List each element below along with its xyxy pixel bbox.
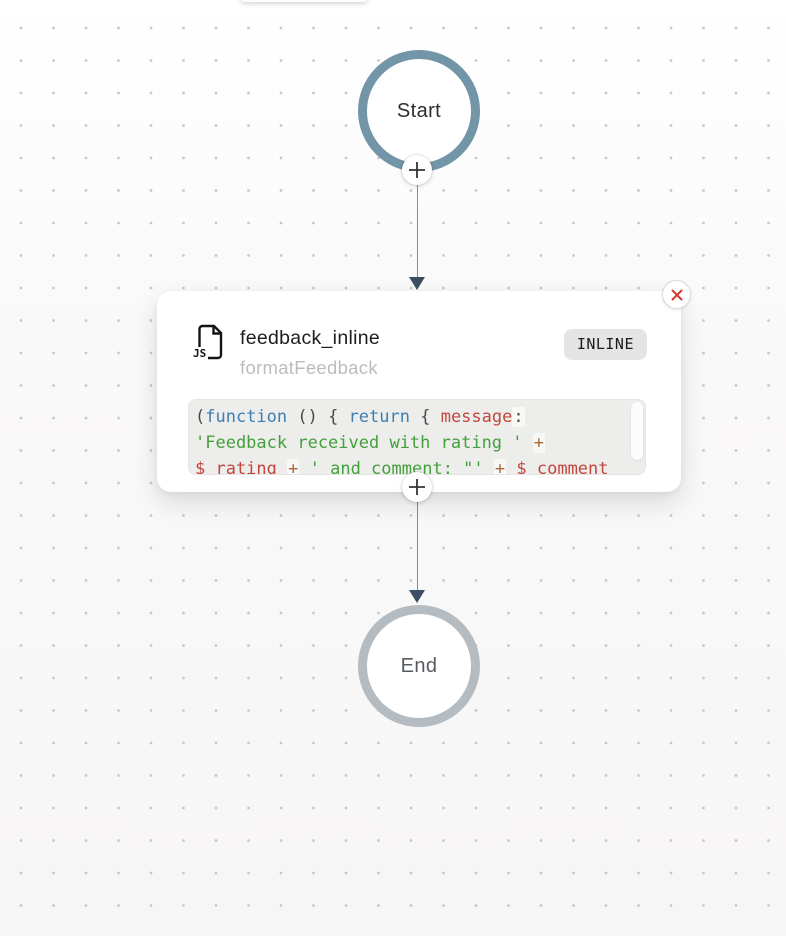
connector-line-bottom [416,500,418,591]
close-icon [671,289,682,300]
start-node[interactable]: Start [358,50,480,172]
add-task-button-top[interactable] [402,155,432,185]
js-file-icon: JS [193,324,225,360]
start-node-label: Start [396,99,442,122]
delete-task-button[interactable] [662,280,691,309]
top-edge-shadow [240,0,368,2]
task-title: feedback_inline [240,327,381,349]
connector-line-top [416,183,418,278]
js-icon-label: JS [193,347,209,360]
arrowhead-icon [409,277,425,290]
arrowhead-icon [409,590,425,603]
inline-badge: INLINE [563,329,647,360]
code-scrollbar-thumb[interactable] [631,402,643,460]
end-node[interactable]: End [358,605,480,727]
plus-icon [409,162,425,178]
task-card[interactable]: JS feedback_inline formatFeedback INLINE… [157,291,681,492]
task-subtitle: formatFeedback [240,357,378,378]
plus-icon [409,479,425,495]
end-node-label: End [400,654,438,677]
code-lines: (function () { return { message:'Feedbac… [195,404,637,474]
code-preview[interactable]: (function () { return { message:'Feedbac… [188,399,646,475]
add-task-button-bottom[interactable] [402,472,432,502]
